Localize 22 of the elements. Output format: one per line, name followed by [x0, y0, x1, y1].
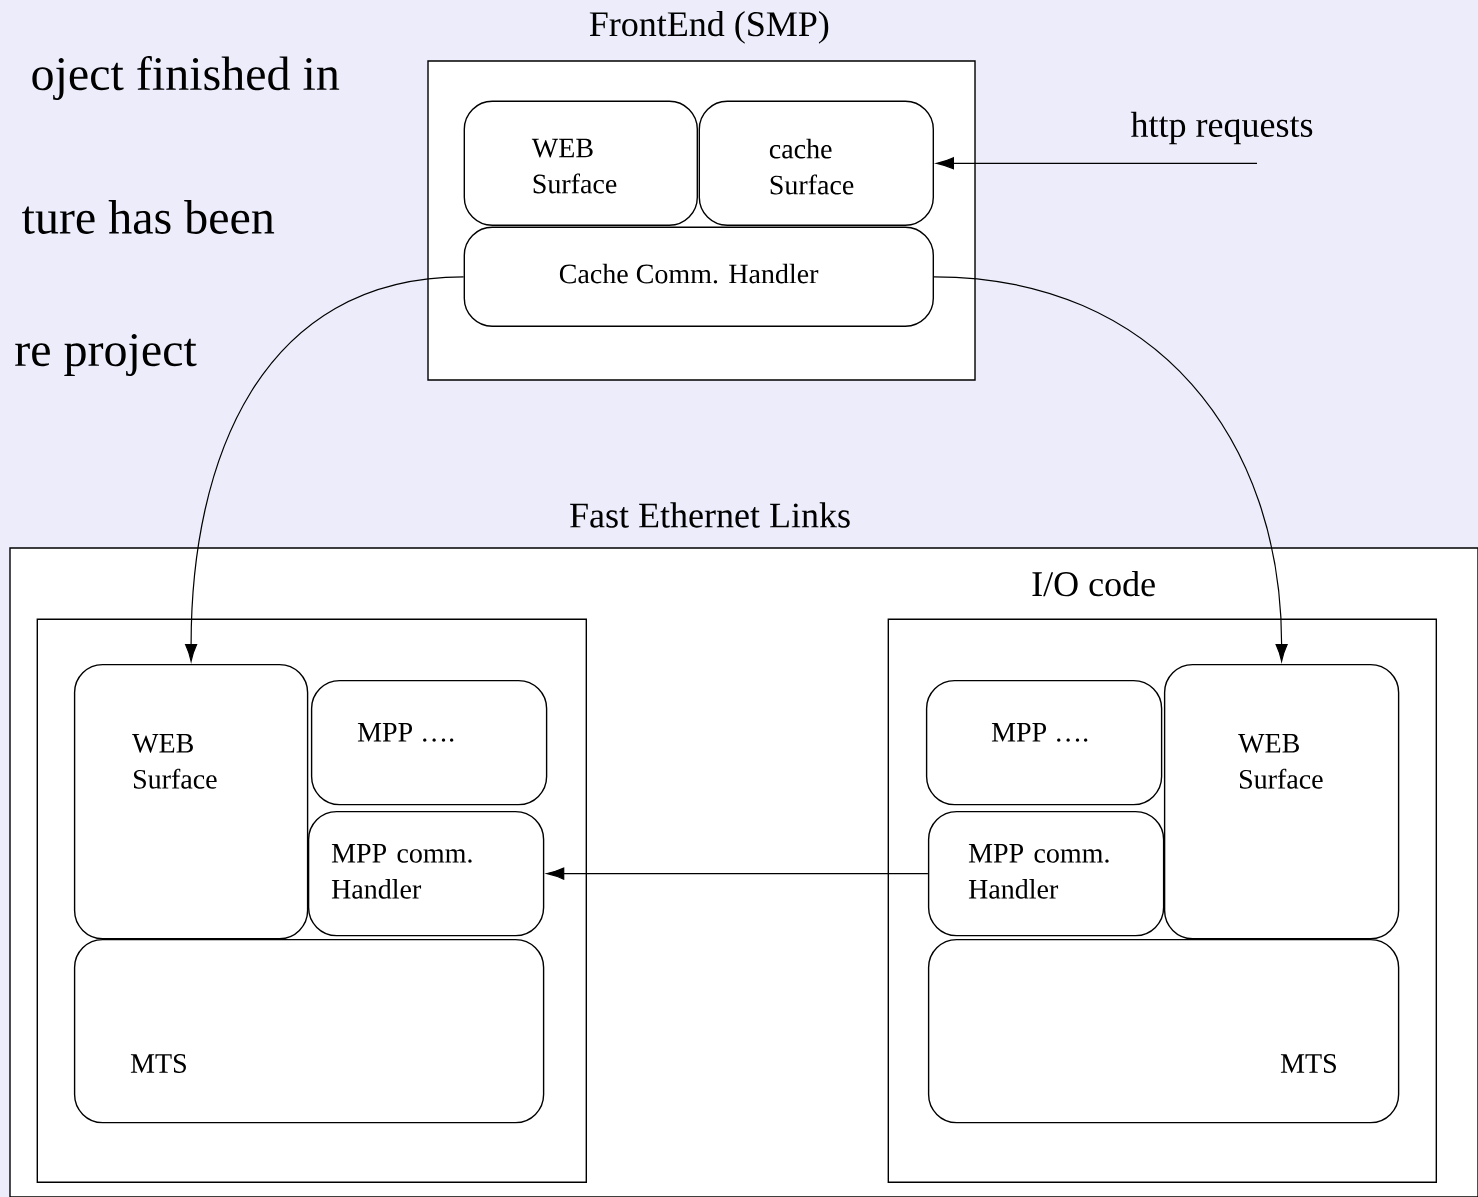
box-label: WEB Surface — [1238, 734, 1323, 789]
arrow — [185, 276, 465, 662]
box-heading: FrontEnd (SMP) — [589, 11, 829, 44]
box-label: MTS — [1280, 1054, 1336, 1073]
box-label: MPP …. — [357, 723, 454, 742]
arrow — [936, 157, 1258, 170]
edge-label: http requests — [1130, 111, 1313, 145]
box-label: WEB Surface — [531, 138, 617, 194]
arrow — [933, 276, 1288, 662]
slide-text: re project — [15, 334, 197, 376]
slide-text: ture has been — [22, 200, 275, 234]
arrow — [546, 867, 929, 880]
slide-text: oject finished in — [32, 56, 340, 100]
box-label: Cache Comm. Handler — [559, 263, 819, 284]
box-label: cache Surface — [769, 138, 854, 195]
box-label: MPP …. — [991, 723, 1088, 742]
box-heading: I/O code — [1032, 570, 1155, 597]
box-label: MPP comm. Handler — [331, 844, 472, 899]
box-label: MPP comm. Handler — [968, 844, 1109, 899]
box-label: MTS — [130, 1054, 186, 1073]
link-label: Fast Ethernet Links — [570, 502, 850, 528]
box-label: WEB Surface — [132, 734, 217, 789]
